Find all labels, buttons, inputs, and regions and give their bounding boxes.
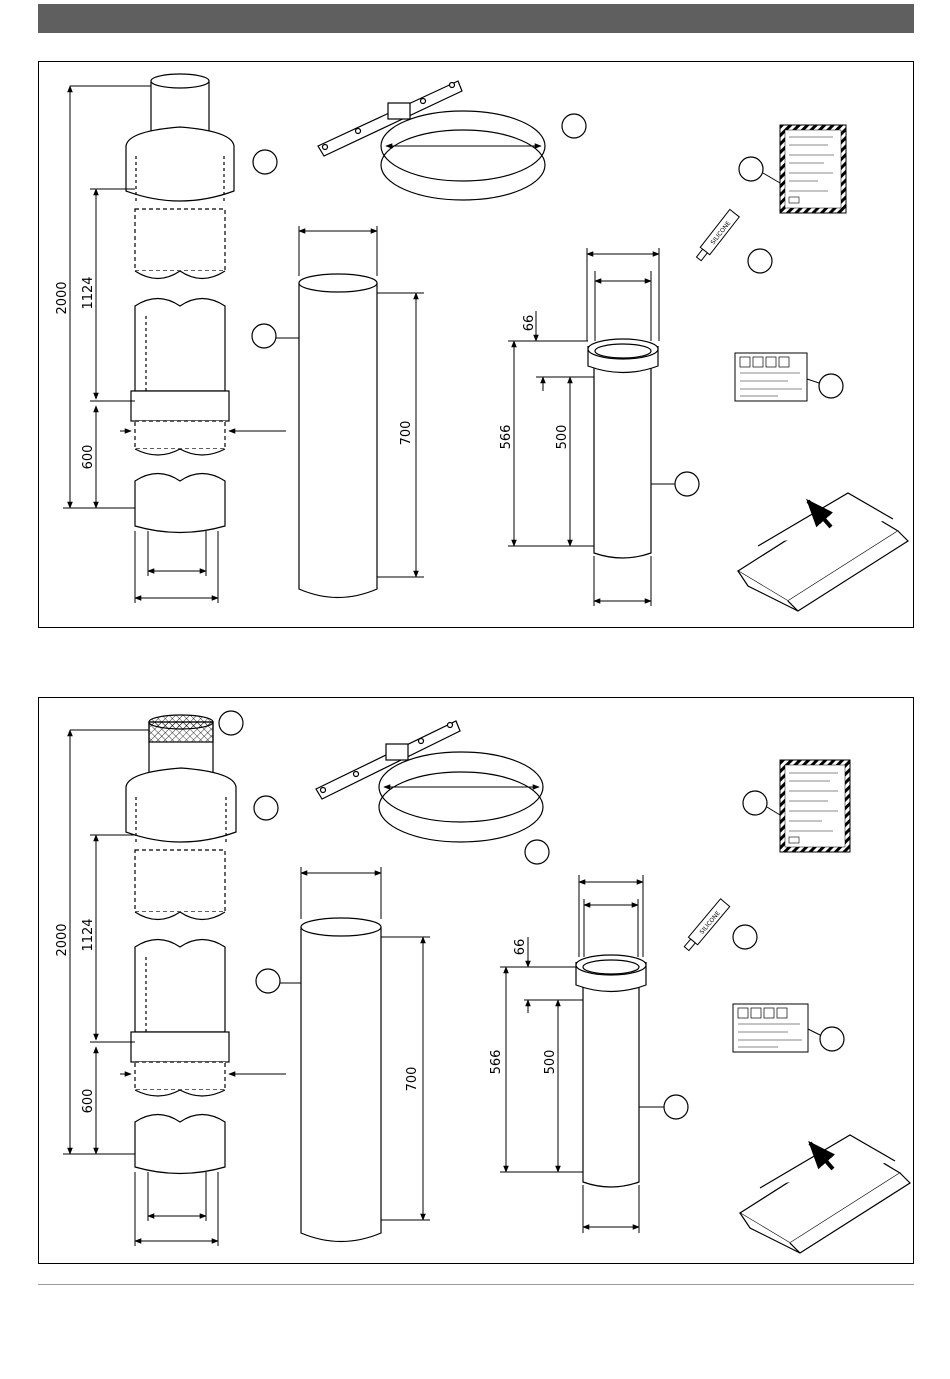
callout-grid-cover [219, 711, 243, 735]
callout-terminal [254, 796, 278, 820]
footer-rule [38, 1284, 914, 1285]
dim-socket-depth: 66 [522, 315, 537, 332]
data-label [733, 1004, 808, 1052]
callout-data-label [819, 374, 843, 398]
wall-bracket [316, 721, 543, 842]
header-bar [38, 4, 914, 33]
callout-bracket [525, 840, 549, 864]
dim-pipe-overall: 566 [489, 1050, 504, 1075]
callout-silicone [733, 925, 757, 949]
socket-pipe [508, 248, 659, 606]
extension-pipe [301, 867, 430, 1242]
instruction-document [780, 760, 850, 852]
callout-socket-pipe [675, 472, 699, 496]
terminal-assembly [126, 715, 236, 1174]
callout-document [739, 157, 763, 181]
socket-pipe [500, 875, 646, 1233]
dim-socket-depth: 66 [513, 939, 528, 956]
instruction-document [780, 125, 846, 213]
callout-document [743, 791, 767, 815]
callout-data-label [820, 1027, 844, 1051]
dim-total-height: 2000 [55, 281, 70, 314]
dim-extension: 700 [399, 421, 414, 446]
data-label [735, 353, 807, 401]
dim-pipe-overall: 566 [499, 425, 514, 450]
dim-extension: 700 [405, 1067, 420, 1092]
dim-upper-pipe: 1124 [81, 276, 96, 309]
callout-silicone [748, 249, 772, 273]
callout-extension [252, 324, 276, 348]
packaging-box [740, 1135, 910, 1253]
packaging-box [738, 493, 908, 611]
dim-lower-pipe: 600 [81, 1089, 96, 1114]
wall-bracket [318, 81, 545, 200]
parts-panel-bottom: 2000 1124 600 700 [38, 697, 914, 1264]
terminal-assembly [126, 74, 234, 533]
callout-extension [256, 969, 280, 993]
silicone-tube: SILICONE [682, 899, 730, 953]
parts-panel-top: 2000 1124 600 700 [38, 61, 914, 628]
extension-pipe [299, 226, 424, 598]
dim-pipe-length: 500 [555, 425, 570, 450]
dim-lower-pipe: 600 [81, 445, 96, 470]
dim-pipe-length: 500 [543, 1050, 558, 1075]
dim-total-height: 2000 [55, 923, 70, 956]
callout-socket-pipe [664, 1095, 688, 1119]
dim-upper-pipe: 1124 [81, 918, 96, 951]
silicone-tube: SILICONE [694, 209, 739, 262]
callout-terminal [253, 150, 277, 174]
callout-bracket [562, 114, 586, 138]
